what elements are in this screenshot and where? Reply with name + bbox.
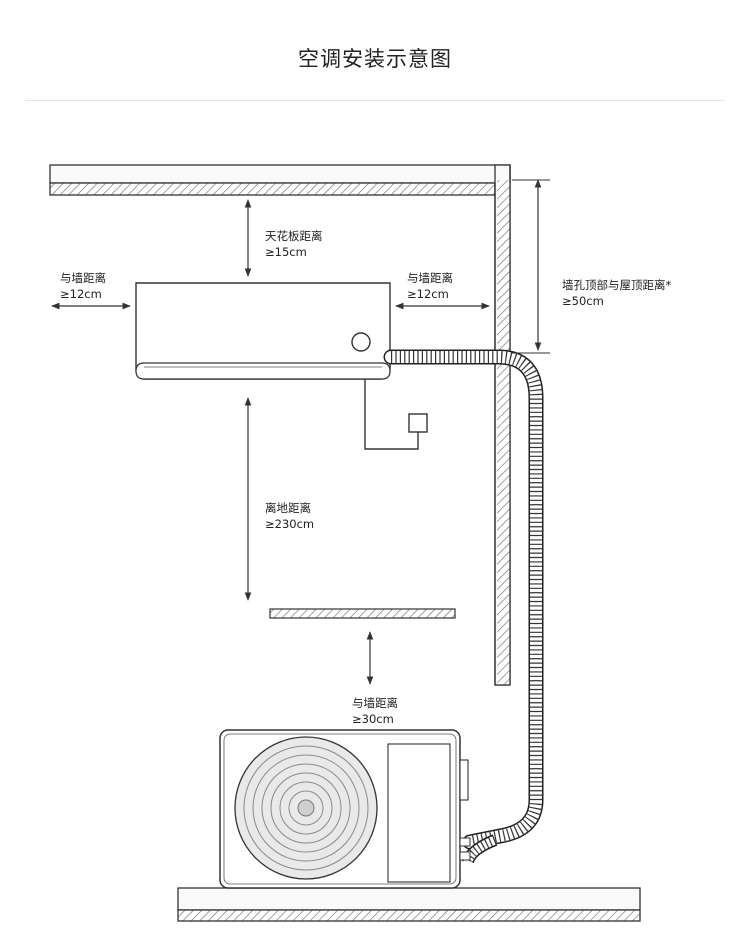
ceiling-distance-label: 天花板距离 ≥15cm [265,228,323,260]
outdoor-wall-distance-value: ≥30cm [352,712,394,726]
ceiling [49,164,511,196]
left-wall-distance-label: 与墙距离 ≥12cm [60,270,106,302]
title-divider [25,100,725,101]
floor [177,887,641,922]
outdoor-wall-distance-name: 与墙距离 [352,696,398,710]
ground-distance-name: 离地距离 [265,501,311,515]
page-title: 空调安装示意图 [298,47,452,71]
dimension-arrows [51,179,542,685]
balcony-slab [269,608,456,619]
indicator-icon [351,332,371,352]
ground-distance-value: ≥230cm [265,517,315,531]
ceiling-distance-value: ≥15cm [265,245,307,259]
right-wall-distance-name: 与墙距离 [407,271,453,285]
outdoor-unit [219,729,471,889]
outdoor-wall-distance-label: 与墙距离 ≥30cm [352,695,398,727]
left-wall-distance-value: ≥12cm [60,287,102,301]
roof-distance-value: ≥50cm [562,294,604,308]
left-wall-distance-name: 与墙距离 [60,271,106,285]
ceiling-distance-name: 天花板距离 [265,229,323,243]
power-cord [364,379,428,450]
ground-distance-label: 离地距离 ≥230cm [265,500,314,532]
roof-distance-name: 墙孔顶部与屋顶距离* [562,278,672,292]
roof-distance-ticks [512,179,550,354]
wall [494,164,511,686]
fan-icon [234,736,378,880]
indoor-unit [135,282,391,380]
plug-socket-icon [408,413,428,433]
roof-distance-label: 墙孔顶部与屋顶距离* ≥50cm [562,277,671,309]
right-wall-distance-value: ≥12cm [407,287,449,301]
right-wall-distance-label: 与墙距离 ≥12cm [407,270,453,302]
